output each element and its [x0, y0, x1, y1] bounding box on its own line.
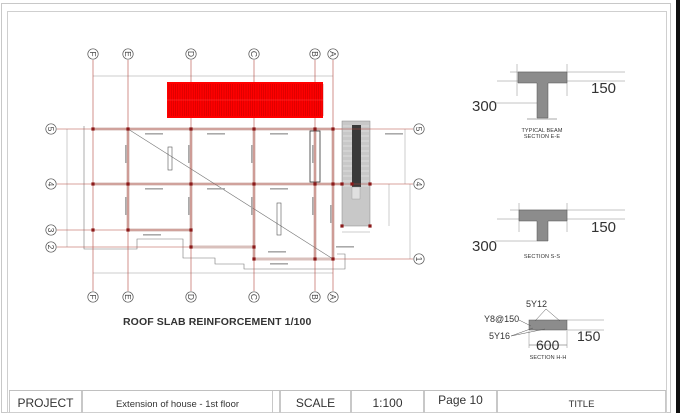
section-h-h-label: SECTION H-H — [529, 355, 567, 361]
svg-text:A: A — [328, 51, 338, 57]
scale-label: SCALE — [280, 391, 351, 413]
scale-value: 1:100 — [351, 391, 424, 413]
svg-text:F: F — [88, 294, 98, 299]
section-e-e-width-dim: 150 — [591, 80, 617, 97]
grid-bubble-5: 5 — [413, 123, 425, 135]
svg-text:C: C — [249, 294, 259, 300]
grid-bubble-E: E — [122, 291, 134, 303]
section-s-s-graphic — [495, 203, 625, 242]
title-label: TITLE — [497, 391, 666, 413]
section-h-h-thickness-dim: 150 — [577, 328, 601, 344]
grid-bubble-B: B — [309, 291, 321, 303]
section-e-e-graphic — [495, 64, 625, 120]
svg-text:4: 4 — [414, 182, 424, 187]
section-h-h-graphic — [510, 308, 604, 348]
section-e-e-depth-dim: 300 — [472, 98, 498, 115]
svg-text:3: 3 — [46, 228, 56, 233]
bottom-bars-callout: 5Y16 — [489, 331, 511, 341]
section-e-e-label-1: TYPICAL BEAM — [521, 128, 563, 134]
grid-bubble-F: F — [87, 291, 99, 303]
page-number: Page 10 — [424, 391, 497, 413]
section-e-e-label-2: SECTION E-E — [523, 134, 561, 140]
top-bars-callout: 5Y12 — [526, 299, 548, 309]
section-s-s-depth-dim: 300 — [472, 238, 498, 255]
svg-text:2: 2 — [46, 245, 56, 250]
grid-bubble-5: 5 — [45, 123, 57, 135]
title-block: PROJECT Extension of house - 1st floor S… — [9, 390, 666, 413]
grid-bubbles: F F E E D D C C B B A A 5 4 3 2 5 4 1 — [45, 48, 425, 303]
grid-bubble-F: F — [87, 48, 99, 60]
grid-bubble-4: 4 — [45, 178, 57, 190]
beam-labels — [125, 133, 403, 265]
grid-bubble-B: B — [309, 48, 321, 60]
beam-lines — [93, 127, 342, 261]
svg-text:E: E — [123, 294, 133, 300]
svg-text:1: 1 — [414, 257, 424, 262]
svg-text:D: D — [186, 294, 196, 300]
opening-note-box — [167, 146, 173, 171]
svg-text:A: A — [328, 294, 338, 300]
title-block-gap — [273, 391, 280, 413]
svg-text:4: 4 — [46, 182, 56, 187]
grid-bubble-2: 2 — [45, 241, 57, 253]
stair-block — [341, 120, 371, 227]
svg-text:5: 5 — [46, 127, 56, 132]
svg-text:B: B — [310, 294, 320, 300]
svg-text:5: 5 — [414, 127, 424, 132]
section-s-s-label: SECTION S-S — [523, 254, 561, 260]
grid-bubble-C: C — [248, 291, 260, 303]
opening-note-box — [276, 202, 282, 236]
svg-text:E: E — [123, 51, 133, 57]
grid-bubble-E: E — [122, 48, 134, 60]
grid-bubble-1: 1 — [413, 253, 425, 265]
dimension-lines — [66, 75, 411, 274]
slab-outline — [83, 126, 346, 270]
grid-bubble-4: 4 — [413, 178, 425, 190]
section-s-s-width-dim: 150 — [591, 219, 617, 236]
columns — [91, 127, 372, 261]
project-value: Extension of house - 1st floor — [82, 391, 273, 413]
plan-title: ROOF SLAB REINFORCEMENT 1/100 — [123, 316, 312, 328]
svg-text:D: D — [186, 51, 196, 57]
grid-bubble-C: C — [248, 48, 260, 60]
svg-text:C: C — [249, 51, 259, 57]
section-h-h-width-dim: 600 — [536, 337, 560, 353]
grid-bubble-A: A — [327, 48, 339, 60]
project-label: PROJECT — [9, 391, 82, 413]
grid-bubble-A: A — [327, 291, 339, 303]
grid-bubble-D: D — [185, 291, 197, 303]
stirrups-callout: Y8@150 — [484, 314, 520, 324]
grid-bubble-3: 3 — [45, 224, 57, 236]
grid-bubble-D: D — [185, 48, 197, 60]
window-edge — [676, 0, 680, 413]
svg-text:F: F — [88, 51, 98, 56]
svg-text:B: B — [310, 51, 320, 57]
